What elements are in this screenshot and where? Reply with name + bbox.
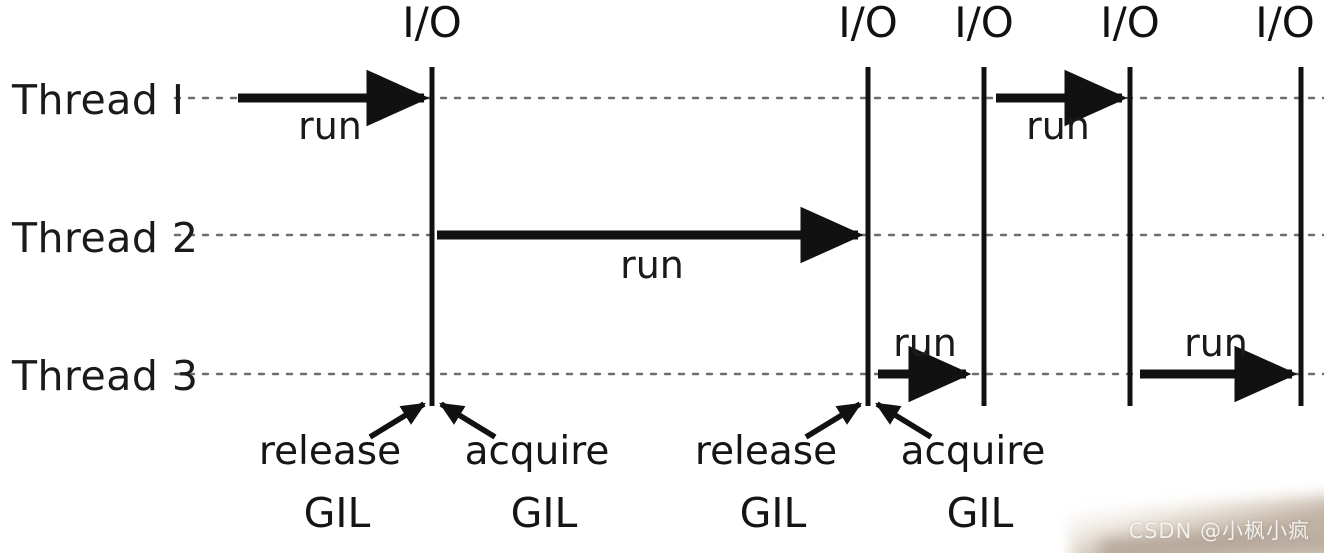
io-label-3: I/O (954, 0, 1014, 47)
run-arrows (238, 69, 1298, 403)
acquire-gil-word-1: GIL (510, 489, 578, 537)
release-pointer-arrow-1 (368, 401, 426, 440)
acquire-pointer-arrow-2 (875, 401, 933, 440)
thread-label-3: Thread 3 (12, 352, 199, 400)
run-label-thread1-seg1: run (298, 104, 362, 148)
release-pointer-arrow-2 (804, 401, 862, 440)
release-gil-word-1: GIL (303, 489, 371, 537)
io-label-1: I/O (402, 0, 462, 47)
run-label-thread3-seg1: run (893, 321, 957, 365)
io-label-4: I/O (1100, 0, 1160, 47)
io-boundary-lines (429, 67, 1304, 406)
run-label-thread1-seg2: run (1026, 104, 1090, 148)
thread-label-2: Thread 2 (12, 214, 199, 262)
csdn-watermark: CSDN @小枫小疯 (1128, 519, 1310, 543)
io-label-5: I/O (1255, 0, 1315, 47)
thread-label-1: Thread I (12, 76, 185, 124)
acquire-gil-action-1: acquire (464, 429, 610, 474)
release-gil-action-1: release (258, 429, 402, 474)
acquire-gil-word-2: GIL (946, 489, 1014, 537)
io-label-2: I/O (838, 0, 898, 47)
run-label-thread3-seg2: run (1184, 321, 1248, 365)
acquire-gil-action-2: acquire (900, 429, 1046, 474)
release-gil-word-2: GIL (739, 489, 807, 537)
acquire-pointer-arrow-1 (439, 401, 497, 440)
release-gil-action-2: release (694, 429, 838, 474)
run-label-thread2-seg1: run (620, 243, 684, 287)
gil-pointer-arrows (368, 401, 933, 440)
